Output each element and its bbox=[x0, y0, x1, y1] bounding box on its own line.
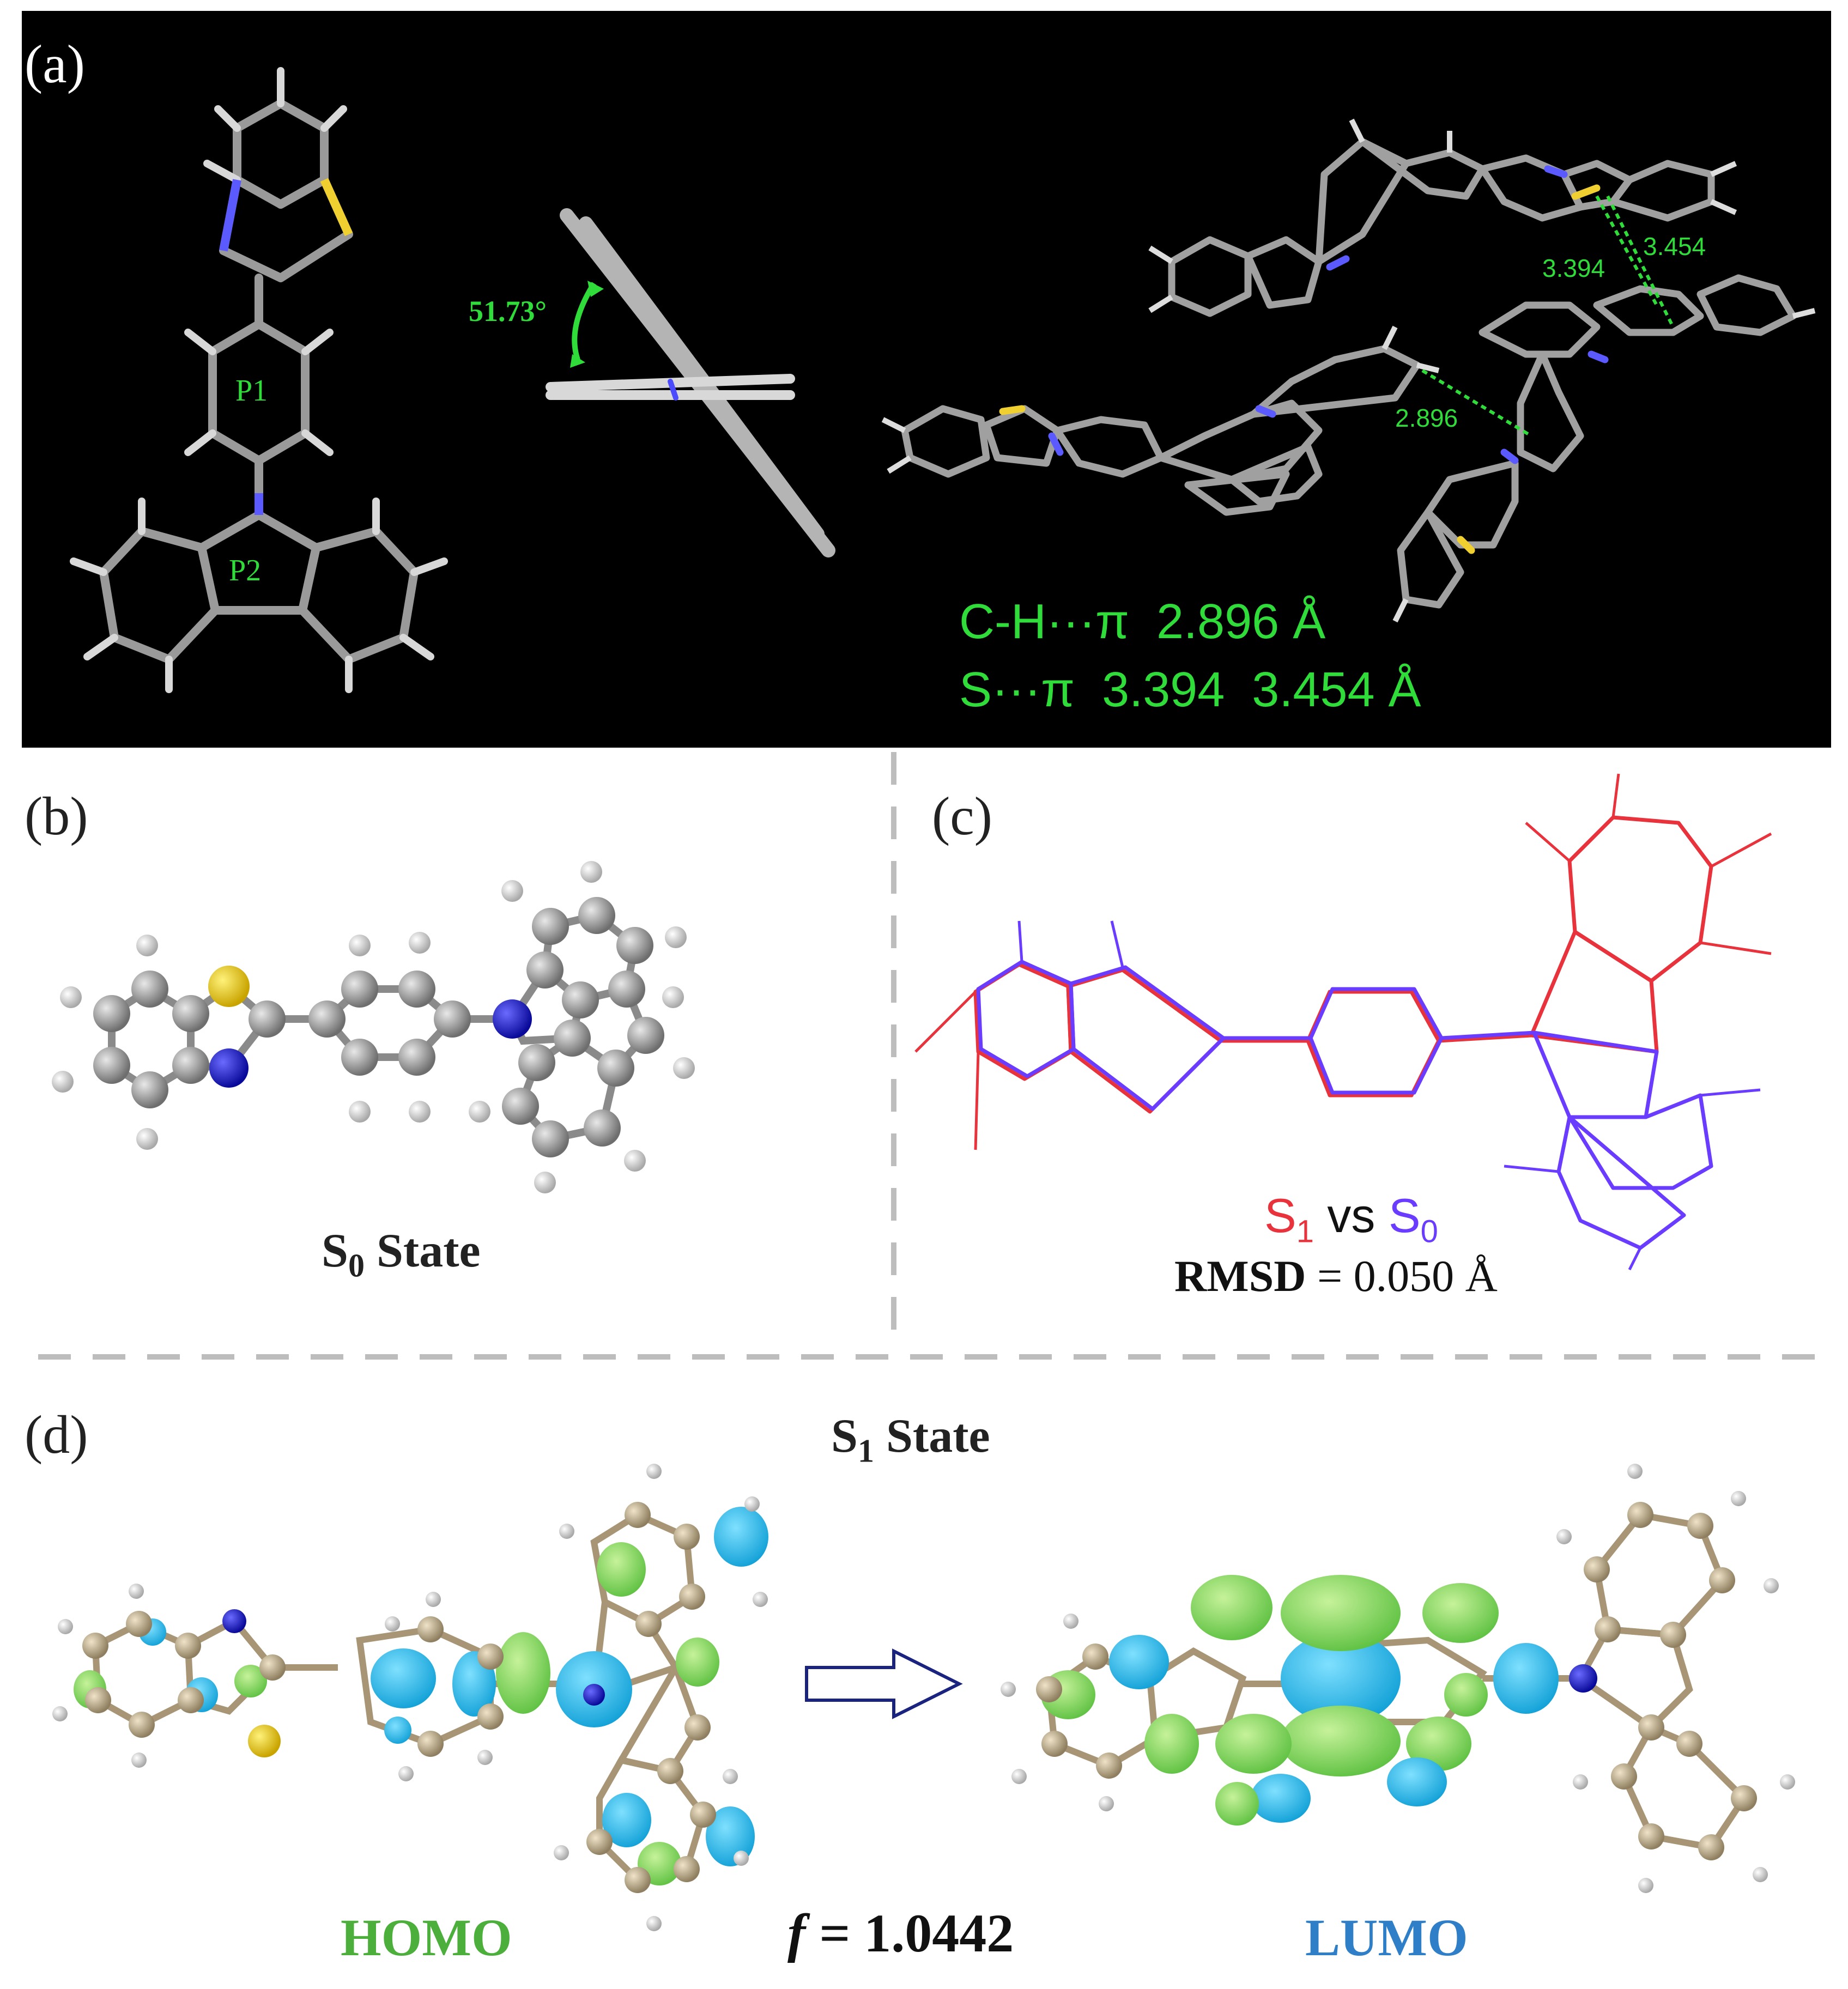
homo-orbital-lobes bbox=[74, 1507, 768, 1885]
panel-a-angle-arc bbox=[572, 282, 597, 361]
state-word: State bbox=[886, 1410, 990, 1463]
panel-d-lumo-molecule bbox=[1001, 1464, 1795, 1893]
panel-a-contact-lines bbox=[1421, 195, 1675, 438]
panel-d-label: (d) bbox=[25, 1404, 88, 1465]
state-subscript: 1 bbox=[857, 1433, 874, 1469]
rmsd-name: RMSD bbox=[1174, 1251, 1306, 1301]
state-symbol: S bbox=[322, 1224, 348, 1277]
ch-pi-interaction-line: C-H···π 2.896 Å bbox=[959, 594, 1325, 650]
state-word: State bbox=[376, 1224, 481, 1277]
distance-label-2896: 2.896 bbox=[1395, 404, 1458, 432]
panel-b-atoms bbox=[52, 861, 695, 1193]
dihedral-angle-label: 51.73° bbox=[469, 295, 547, 328]
panel-c-label: (c) bbox=[932, 786, 992, 846]
panel-a-molecule-vertical bbox=[70, 67, 448, 693]
s-pi-name: S···π bbox=[959, 663, 1075, 717]
panel-a-label: (a) bbox=[25, 34, 85, 94]
rmsd-label: RMSD = 0.050 Å bbox=[1174, 1251, 1498, 1302]
lumo-orbital-lobes bbox=[1041, 1575, 1559, 1826]
lumo-label: LUMO bbox=[1305, 1908, 1468, 1967]
panel-b-label: (b) bbox=[25, 786, 88, 846]
vs-word: vs bbox=[1327, 1188, 1376, 1242]
s1-subscript: 1 bbox=[1296, 1214, 1314, 1250]
panel-c-overlay bbox=[914, 773, 1772, 1271]
ring-label-p2: P2 bbox=[229, 554, 262, 587]
ch-pi-value: 2.896 Å bbox=[1156, 595, 1326, 649]
panel-c-comparison-label: S1 vs S0 bbox=[1264, 1188, 1438, 1250]
panel-d-state-label: S1 State bbox=[831, 1409, 990, 1470]
panel-a-molecule-side-view bbox=[546, 208, 835, 557]
panel-d-transition-arrow bbox=[805, 1648, 963, 1719]
f-value: = 1.0442 bbox=[819, 1903, 1014, 1963]
f-symbol: f bbox=[787, 1903, 806, 1963]
s0-subscript: 0 bbox=[1420, 1214, 1438, 1250]
state-subscript: 0 bbox=[348, 1247, 365, 1284]
state-symbol: S bbox=[831, 1410, 858, 1463]
homo-label: HOMO bbox=[341, 1908, 512, 1967]
s0-symbol: S bbox=[1388, 1188, 1421, 1242]
panel-a-heteroatoms bbox=[999, 165, 1609, 554]
panel-b-state-label: S0 State bbox=[322, 1223, 481, 1285]
distance-label-3454: 3.454 bbox=[1643, 232, 1706, 260]
panel-a-molecule-packing bbox=[881, 118, 1816, 623]
ring-label-p1: P1 bbox=[235, 374, 268, 408]
rmsd-value: = 0.050 Å bbox=[1317, 1251, 1498, 1301]
panel-d-homo-molecule bbox=[52, 1464, 768, 1931]
panel-a-nitrogen-bond bbox=[219, 179, 241, 252]
distance-label-3394: 3.394 bbox=[1542, 254, 1605, 282]
oscillator-strength-label: f = 1.0442 bbox=[787, 1902, 1014, 1964]
ch-pi-name: C-H···π bbox=[959, 595, 1129, 649]
s-pi-interaction-line: S···π 3.394 3.454 Å bbox=[959, 662, 1421, 718]
panel-a-sulfur-bond bbox=[320, 178, 353, 237]
s1-symbol: S bbox=[1264, 1188, 1296, 1242]
s-pi-value: 3.394 3.454 Å bbox=[1102, 663, 1421, 717]
